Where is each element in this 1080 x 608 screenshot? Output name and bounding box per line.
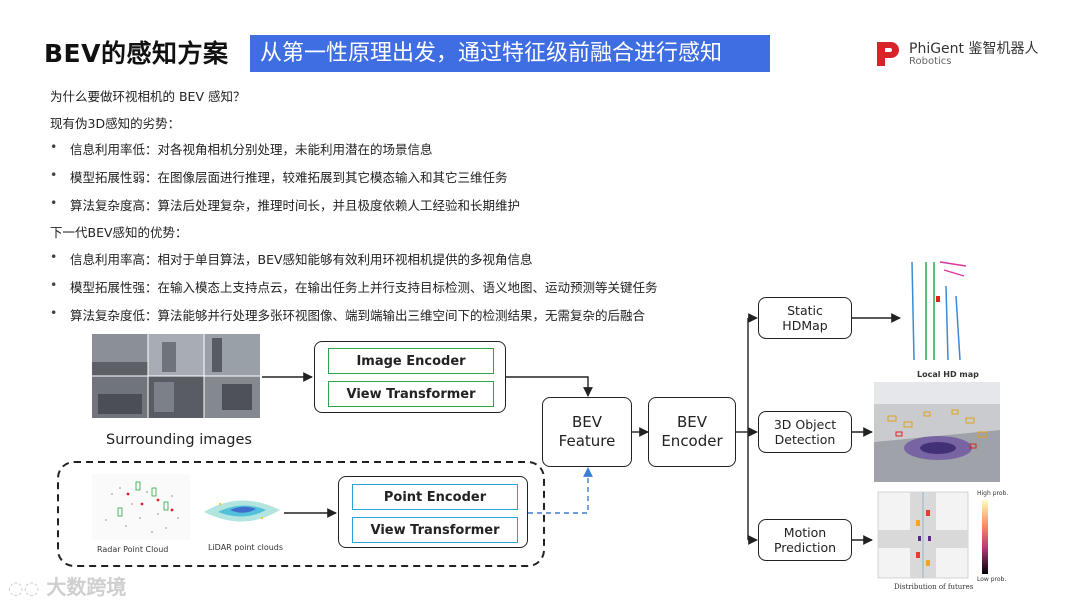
bev-feature-block: BEV Feature: [542, 397, 632, 467]
local-hd-map-caption: Local HD map: [917, 370, 979, 379]
surrounding-images-caption: Surrounding images: [106, 432, 252, 448]
object-detection-line2: Detection: [775, 432, 836, 447]
watermark-icon: ◌◌: [8, 578, 39, 599]
bev-encoder-line2: Encoder: [661, 432, 722, 451]
bev-encoder-block: BEV Encoder: [648, 397, 736, 467]
static-hdmap-line1: Static: [787, 303, 823, 318]
3d-detection-image: [874, 382, 1000, 482]
lidar-caption: LiDAR point clouds: [208, 543, 283, 552]
motion-prediction-line1: Motion: [784, 525, 826, 540]
radar-caption: Radar Point Cloud: [97, 545, 168, 554]
object-detection-block: 3D Object Detection: [758, 411, 852, 453]
bev-encoder-line1: BEV: [677, 413, 707, 432]
view-transformer-block-2: View Transformer: [352, 517, 518, 543]
local-hd-map-image: [904, 256, 968, 366]
watermark: ◌◌ 大数跨境: [8, 571, 126, 600]
motion-prediction-block: Motion Prediction: [758, 519, 852, 561]
static-hdmap-block: Static HDMap: [758, 297, 852, 339]
view-transformer-block: View Transformer: [328, 381, 494, 407]
static-hdmap-line2: HDMap: [782, 318, 827, 333]
low-prob-label: Low prob.: [977, 576, 1006, 583]
image-encoder-block: Image Encoder: [328, 348, 494, 374]
futures-caption: Distribution of futures: [894, 583, 973, 591]
watermark-text: 大数跨境: [46, 575, 126, 599]
motion-prediction-line2: Prediction: [774, 540, 836, 555]
high-prob-label: High prob.: [977, 490, 1008, 497]
point-encoder-block: Point Encoder: [352, 484, 518, 510]
radar-point-cloud-image: [92, 474, 190, 540]
motion-prediction-image: [876, 490, 998, 582]
object-detection-line1: 3D Object: [774, 417, 836, 432]
surrounding-images: [92, 334, 260, 418]
lidar-point-cloud-image: [200, 486, 284, 536]
bev-feature-line2: Feature: [559, 432, 616, 451]
bev-feature-line1: BEV: [572, 413, 602, 432]
